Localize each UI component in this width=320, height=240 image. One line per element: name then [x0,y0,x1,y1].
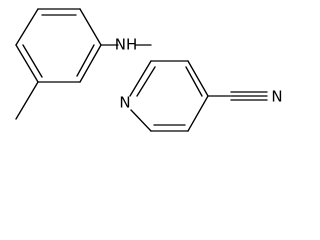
py-bond-n-c2 [129,60,152,97]
py-bond-c4-c5 [187,95,209,132]
ring1-bond [79,44,102,83]
py-double-inner [185,66,203,97]
pyridine-n-label: N [119,94,130,112]
pyridine-ring-visible [129,60,209,132]
py-bond-c6-n [130,109,152,132]
ring1-double-bond-inner [22,44,43,78]
nitrile-n-label: N [271,88,282,106]
methyl-bond [15,81,39,120]
toluene-ring [15,8,102,83]
py-double-inner [136,66,156,97]
ring1-bond [15,44,39,83]
amine-nh-label: NH [115,36,138,54]
ring1-double-bond-inner [76,44,95,77]
nitrile-triple-bond [230,91,268,101]
molecule-structure: NH N N [15,8,283,132]
py-bond-c3-c4 [187,60,209,97]
ring1-bond [15,8,39,46]
ring1-bond [79,8,102,46]
